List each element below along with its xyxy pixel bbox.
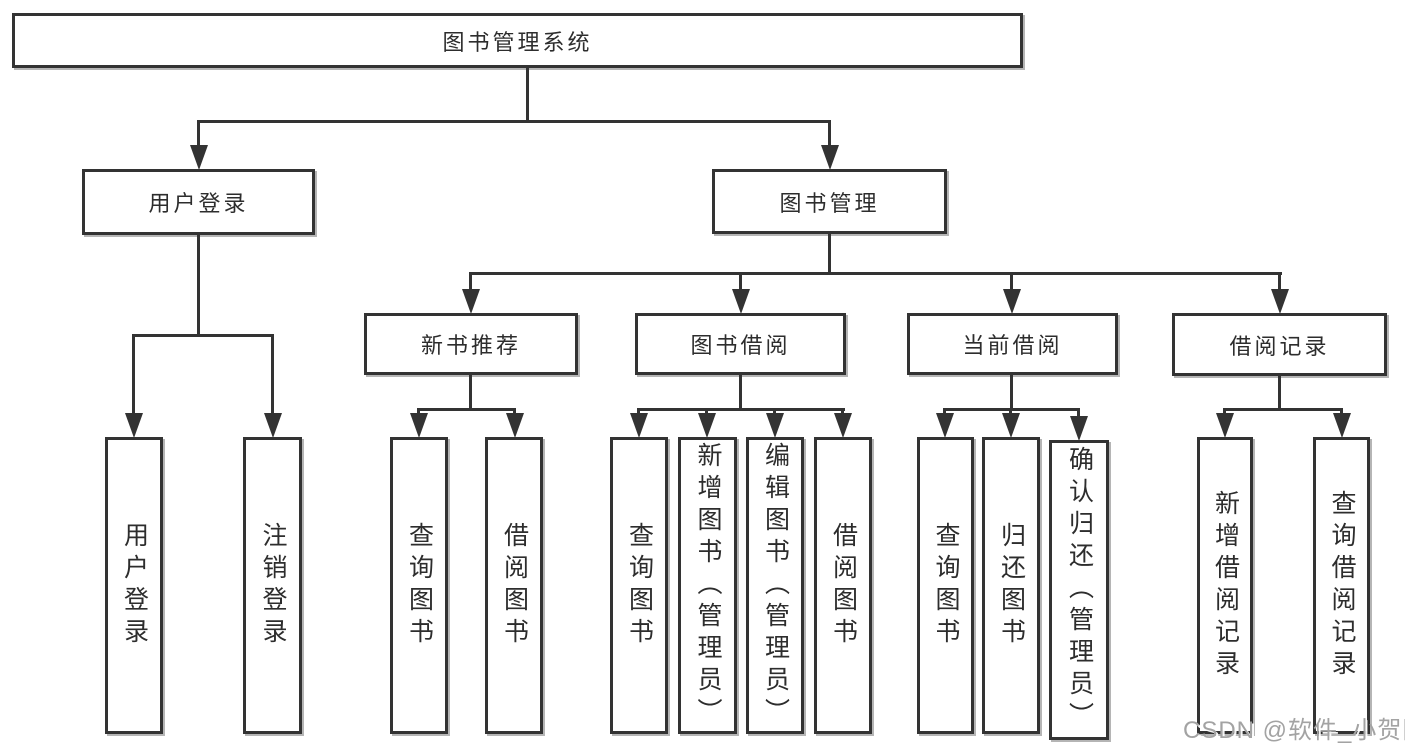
connector-drop <box>132 334 135 414</box>
leaf-label: 注销登录 <box>259 521 287 650</box>
arrow-down-icon <box>766 413 784 438</box>
connector-user-login-rail <box>132 334 274 337</box>
connector-drop <box>1010 272 1013 290</box>
arrow-down-icon <box>936 413 954 438</box>
leaf-label: 借阅图书 <box>829 521 858 650</box>
node-root-label: 图书管理系统 <box>442 29 593 55</box>
leaf-label: 查询图书 <box>625 521 654 650</box>
arrow-down-icon <box>732 289 750 314</box>
arrow-down-icon <box>1333 413 1351 438</box>
arrow-down-icon <box>834 413 852 438</box>
leaf-query-books-current: 查询图书 <box>917 437 974 734</box>
leaf-label: 新增图书（管理员） <box>694 441 722 730</box>
connector-trunk <box>1278 376 1281 411</box>
node-borrow-records: 借阅记录 <box>1172 313 1387 376</box>
connector-root-trunk <box>526 68 529 122</box>
connector-drop <box>841 408 844 416</box>
leaf-label: 编辑图书（管理员） <box>761 441 790 730</box>
connector-drop <box>271 334 274 414</box>
arrow-down-icon <box>190 145 208 170</box>
connector-drop <box>1340 408 1343 416</box>
connector-drop-user-login <box>197 120 200 148</box>
arrow-down-icon <box>506 413 524 438</box>
connector-rail <box>1223 408 1343 411</box>
leaf-label: 借阅图书 <box>500 521 529 650</box>
arrow-down-icon <box>125 413 143 438</box>
node-label: 借阅记录 <box>1229 333 1330 359</box>
leaf-query-borrow-record: 查询借阅记录 <box>1313 437 1370 734</box>
arrow-down-icon <box>264 413 282 438</box>
node-label: 图书借阅 <box>690 333 791 358</box>
node-label: 新书推荐 <box>420 333 521 358</box>
connector-drop <box>1223 408 1226 416</box>
connector-drop <box>469 272 472 290</box>
leaf-query-books-recommend: 查询图书 <box>390 437 448 734</box>
node-book-management: 图书管理 <box>712 169 947 234</box>
arrow-down-icon <box>410 413 428 438</box>
node-book-borrow: 图书借阅 <box>635 313 846 375</box>
connector-rail <box>637 408 845 411</box>
leaf-confirm-return-admin: 确认归还（管理员） <box>1049 440 1109 740</box>
node-current-borrow: 当前借阅 <box>907 313 1118 375</box>
csdn-watermark: CSDN @软件_小贺同学 <box>1183 717 1405 744</box>
connector-book-mgmt-trunk <box>828 234 831 275</box>
leaf-user-login: 用户登录 <box>105 437 163 734</box>
connector-level2-rail <box>197 120 831 123</box>
leaf-logout: 注销登录 <box>243 437 302 734</box>
connector-user-login-trunk <box>197 235 200 337</box>
leaf-edit-book-admin: 编辑图书（管理员） <box>746 437 804 734</box>
connector-drop <box>637 408 640 416</box>
arrow-down-icon <box>1216 413 1234 438</box>
connector-rail <box>417 408 516 411</box>
leaf-add-borrow-record: 新增借阅记录 <box>1197 437 1253 734</box>
connector-drop <box>1278 272 1281 290</box>
arrow-down-icon <box>821 145 839 170</box>
node-user-login: 用户登录 <box>82 169 315 235</box>
leaf-label: 确认归还（管理员） <box>1065 446 1094 734</box>
connector-trunk <box>469 375 472 411</box>
node-label: 当前借阅 <box>962 333 1063 358</box>
connector-drop <box>1077 408 1080 419</box>
leaf-add-book-admin: 新增图书（管理员） <box>678 437 737 734</box>
connector-level3-rail <box>469 272 1282 275</box>
arrow-down-icon <box>1070 416 1088 441</box>
leaf-label: 新增借阅记录 <box>1211 489 1240 682</box>
leaf-query-books-borrow: 查询图书 <box>610 437 668 734</box>
connector-drop <box>773 408 776 416</box>
node-label: 用户登录 <box>148 191 249 216</box>
arrow-down-icon <box>1271 289 1289 314</box>
connector-trunk <box>1010 375 1013 411</box>
connector-drop-book-mgmt <box>828 120 831 148</box>
node-root: 图书管理系统 <box>12 13 1023 68</box>
leaf-label: 查询图书 <box>932 521 960 650</box>
connector-drop <box>1009 408 1012 416</box>
leaf-label: 查询图书 <box>405 521 434 650</box>
arrow-down-icon <box>462 289 480 314</box>
arrow-down-icon <box>698 413 716 438</box>
node-new-book-recommend: 新书推荐 <box>364 313 578 375</box>
leaf-label: 查询借阅记录 <box>1328 489 1356 682</box>
leaf-borrow-books: 借阅图书 <box>814 437 872 734</box>
arrow-down-icon <box>630 413 648 438</box>
connector-drop <box>943 408 946 416</box>
leaf-label: 用户登录 <box>120 521 149 650</box>
connector-drop <box>739 272 742 290</box>
leaf-label: 归还图书 <box>997 521 1026 650</box>
leaf-borrow-books-recommend: 借阅图书 <box>485 437 543 734</box>
node-label: 图书管理 <box>779 190 880 216</box>
connector-drop <box>417 408 420 416</box>
connector-drop <box>513 408 516 416</box>
arrow-down-icon <box>1003 289 1021 314</box>
connector-drop <box>705 408 708 416</box>
leaf-return-books: 归还图书 <box>982 437 1040 734</box>
arrow-down-icon <box>1002 413 1020 438</box>
connector-trunk <box>739 375 742 411</box>
